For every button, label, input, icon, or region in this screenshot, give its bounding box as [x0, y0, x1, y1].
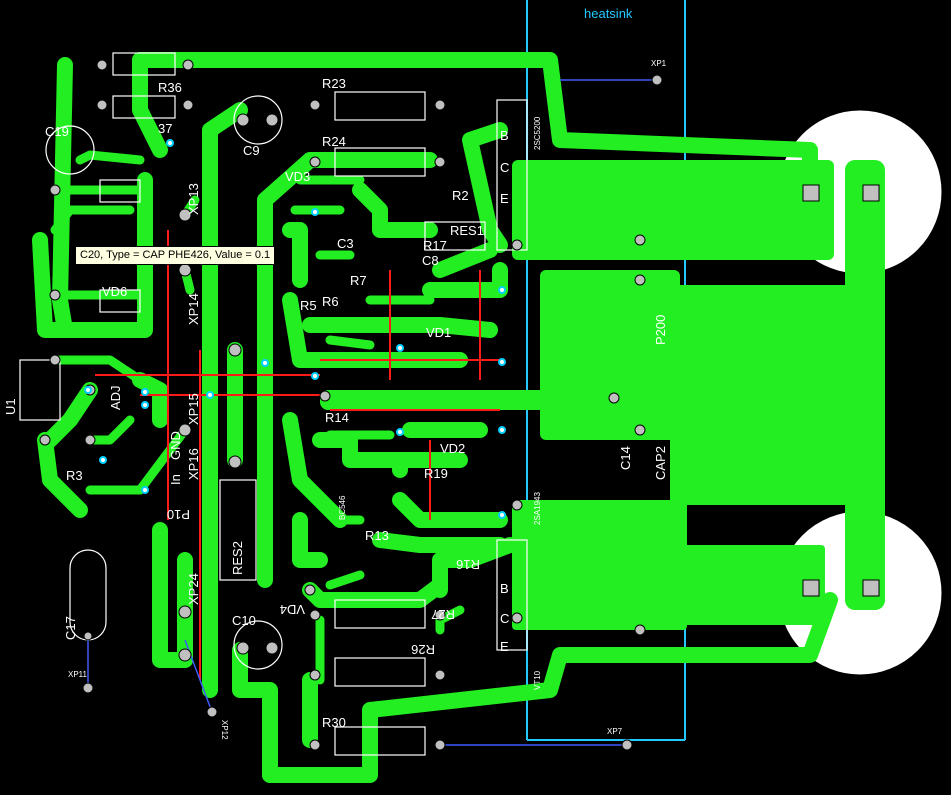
copper-pour[interactable]	[320, 160, 885, 630]
label-adj: ADJ	[108, 385, 123, 410]
label-r27: R27	[431, 607, 455, 622]
label-xp13: XP13	[186, 183, 201, 215]
component-outlines	[19, 52, 528, 756]
label-res1: RES1	[450, 223, 484, 238]
pin-e-bottom: E	[500, 639, 509, 654]
label-c9: C9	[243, 143, 260, 158]
label-r23: R23	[322, 76, 346, 91]
label-r3: R3	[66, 468, 83, 483]
label-p10: P10	[167, 507, 190, 522]
pin-b-bottom: B	[500, 581, 509, 596]
label-p200: P200	[653, 315, 668, 345]
label-bc546: BC546	[338, 495, 347, 520]
label-u1: U1	[3, 398, 18, 415]
label-vd2: VD2	[440, 441, 465, 456]
label-xp12: XP12	[220, 720, 229, 740]
label-r30: R30	[322, 715, 346, 730]
label-r17: R17	[423, 238, 447, 253]
pads[interactable]	[39, 59, 880, 751]
label-gnd: GND	[168, 431, 183, 460]
label-r26: R26	[411, 642, 435, 657]
label-vd3: VD3	[285, 169, 310, 184]
heatsink-label: heatsink	[584, 6, 633, 21]
label-r37: 37	[158, 121, 172, 136]
label-vd6: VD6	[102, 284, 127, 299]
pin-e-top: E	[500, 191, 509, 206]
label-xp24: XP24	[186, 573, 201, 605]
silkscreen: R23 R24 R36 37 C19 C9 VD3 VD6 R2 R17 RES…	[3, 59, 668, 740]
label-2sa1943: 2SA1943	[533, 492, 542, 525]
label-cap2: CAP2	[653, 446, 668, 480]
label-c3: C3	[337, 236, 354, 251]
label-c14: C14	[618, 446, 633, 470]
label-r6: R6	[322, 294, 339, 309]
label-xp14: XP14	[186, 293, 201, 325]
label-in: In	[168, 474, 183, 485]
label-vd4: VD4	[280, 602, 305, 617]
pin-c-top: C	[500, 160, 509, 175]
vias[interactable]	[84, 139, 506, 519]
label-vt10: VT10	[533, 670, 542, 690]
label-r13: R13	[365, 528, 389, 543]
label-r7: R7	[350, 273, 367, 288]
label-xp15: XP15	[186, 393, 201, 425]
label-xp11: XP11	[68, 670, 88, 679]
label-c10: C10	[232, 613, 256, 628]
label-r2: R2	[452, 188, 469, 203]
label-vd1: VD1	[426, 325, 451, 340]
label-r14: R14	[325, 410, 349, 425]
component-tooltip: C20, Type = CAP PHE426, Value = 0.1	[75, 246, 276, 265]
copper-traces[interactable]	[32, 52, 838, 783]
label-res2: RES2	[230, 541, 245, 575]
label-r19: R19	[424, 466, 448, 481]
label-c19: C19	[45, 124, 69, 139]
label-xp16: XP16	[186, 448, 201, 480]
label-xp1: XP1	[651, 59, 667, 68]
label-r36: R36	[158, 80, 182, 95]
label-c17: C17	[63, 616, 78, 640]
label-r16: R16	[456, 557, 480, 572]
pin-b-top: B	[500, 128, 509, 143]
label-r24: R24	[322, 134, 346, 149]
label-2sc5200: 2SC5200	[533, 116, 542, 150]
jumper-wires	[95, 230, 500, 680]
label-c8: C8	[422, 253, 439, 268]
pin-c-bottom: C	[500, 611, 509, 626]
label-r5: R5	[300, 298, 317, 313]
label-xp7: XP7	[607, 727, 623, 736]
